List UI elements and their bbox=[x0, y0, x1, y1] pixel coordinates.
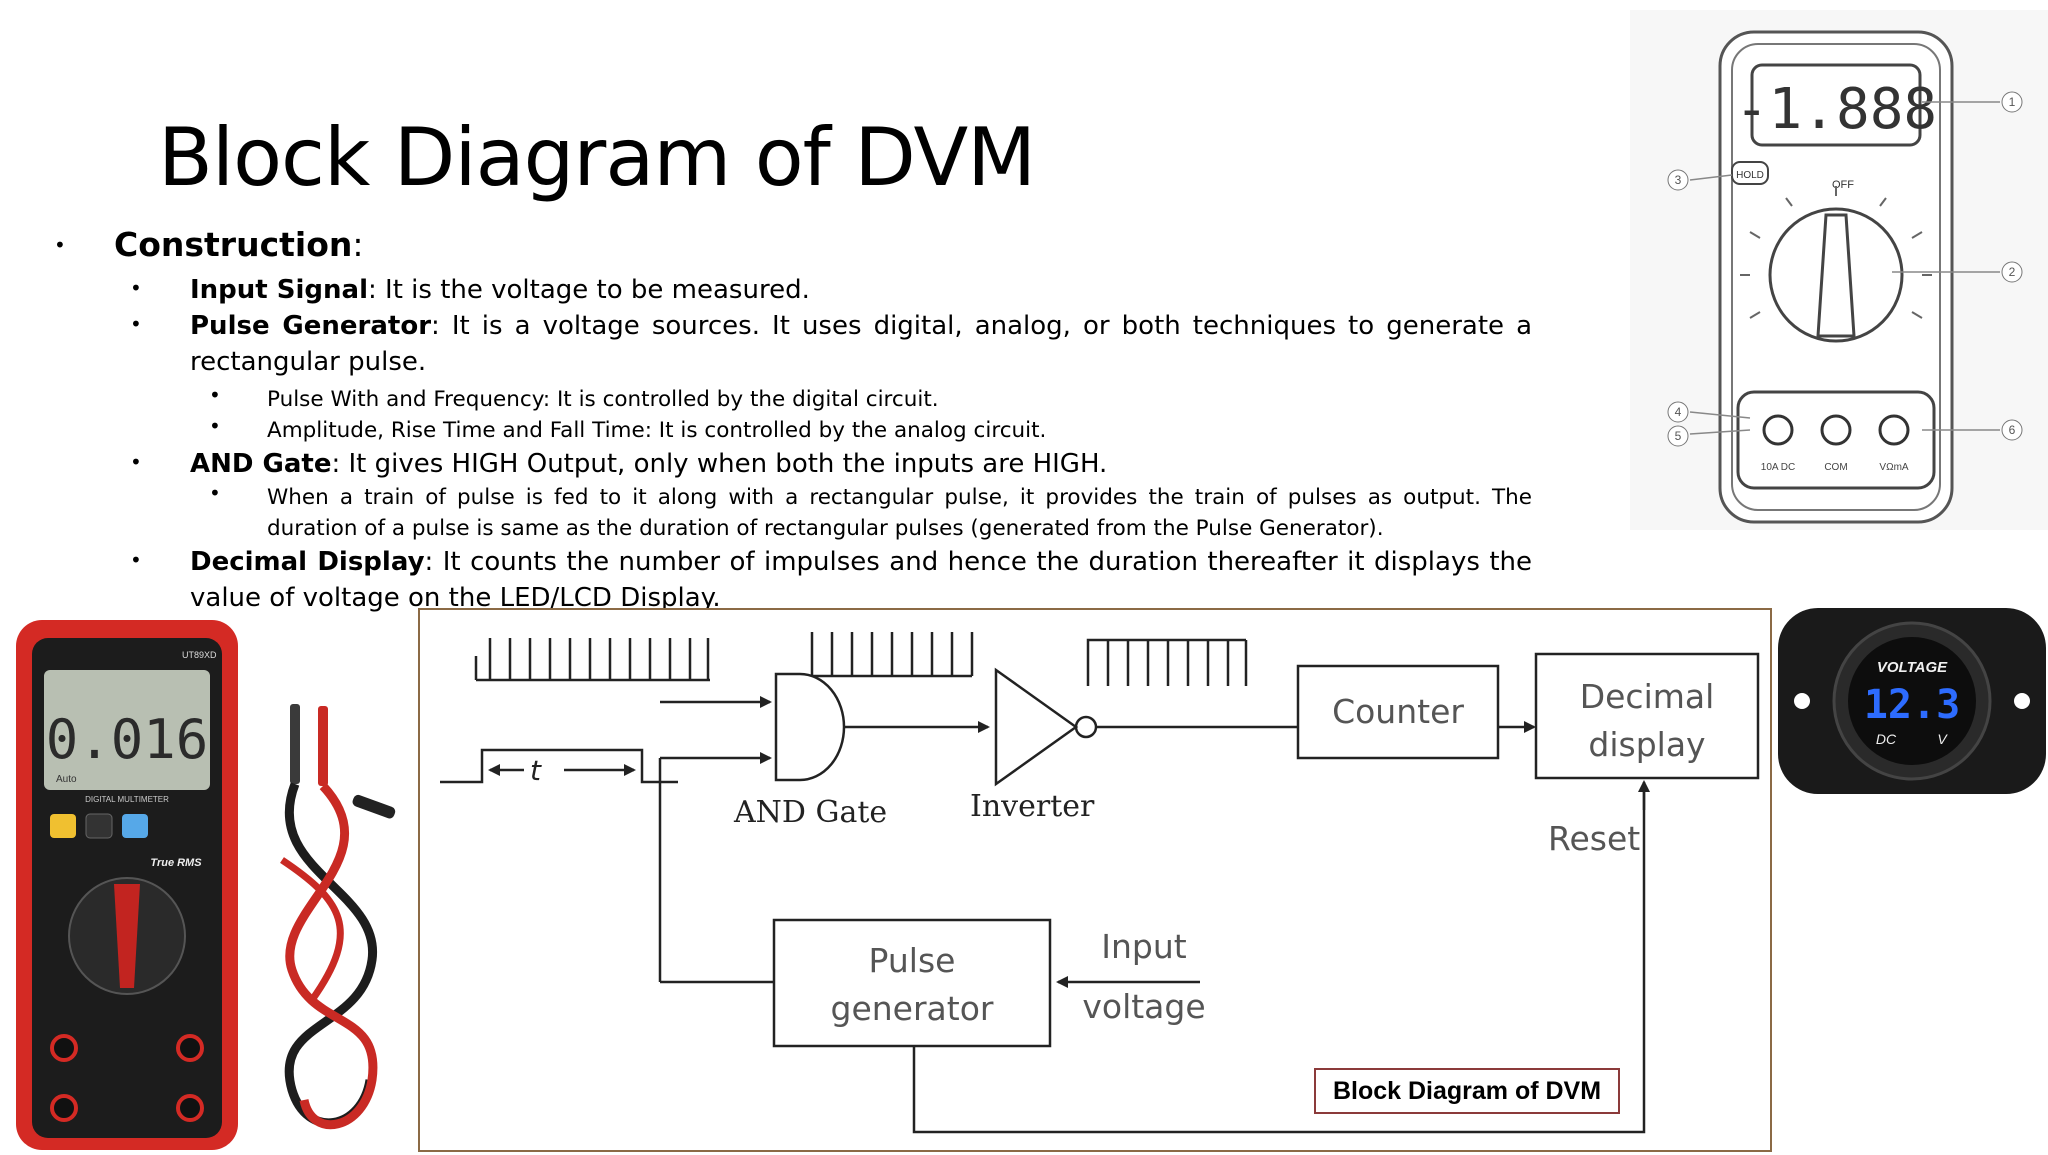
item-pulse-generator: • Pulse Generator: It is a voltage sourc… bbox=[52, 308, 1532, 380]
sub-amplitude-text: Amplitude, Rise Time and Fall Time: It i… bbox=[267, 418, 1047, 443]
item-input-signal: • Input Signal: It is the voltage to be … bbox=[52, 272, 1532, 308]
sub-pulse-width-text: Pulse With and Frequency: It is controll… bbox=[267, 387, 939, 412]
block-diagram-svg: AND Gate Inverter t Counter Decimal disp… bbox=[440, 632, 1760, 1134]
bullet-construction: • Construction: bbox=[52, 222, 1532, 268]
desc-and-gate: : It gives HIGH Output, only when both t… bbox=[331, 449, 1108, 479]
callout-3: 3 bbox=[1675, 173, 1682, 187]
red-multimeter-photo: UT89XD 0.016 Auto DIGITAL MULTIMETER Tru… bbox=[16, 620, 238, 1150]
red-meter-caption: DIGITAL MULTIMETER bbox=[85, 795, 169, 804]
input-voltage-label-1: Input bbox=[1101, 927, 1187, 966]
pulse-train-input bbox=[474, 638, 710, 682]
term-decimal-display: Decimal Display bbox=[190, 547, 425, 577]
term-input-signal: Input Signal bbox=[190, 275, 369, 305]
panel-reading: 12.3 bbox=[1864, 682, 1960, 728]
sub-train-text: When a train of pulse is fed to it along… bbox=[267, 485, 1532, 541]
panel-voltmeter-photo: VOLTAGE 12.3 DC V bbox=[1778, 608, 2046, 794]
bullet-dot: • bbox=[130, 312, 142, 336]
test-probes-photo bbox=[280, 704, 396, 1130]
jack-vohm-label: VΩmA bbox=[1879, 462, 1908, 473]
callout-1: 1 bbox=[2009, 95, 2016, 109]
decimal-display-label-2: display bbox=[1588, 725, 1705, 764]
construction-label: Construction bbox=[114, 225, 353, 264]
inverter-symbol bbox=[994, 667, 1079, 787]
and-gate-label: AND Gate bbox=[733, 795, 887, 830]
and-gate-symbol bbox=[774, 672, 846, 782]
bullet-dot: • bbox=[209, 414, 221, 438]
multimeter-drawing: -1.888 HOLD OFF 10A DC COM VΩmA 1 2 3 4 … bbox=[1630, 10, 2048, 530]
input-voltage-label-2: voltage bbox=[1082, 987, 1205, 1026]
counter-box bbox=[1296, 664, 1500, 760]
rectangular-pulse bbox=[440, 748, 678, 784]
desc-input-signal: : It is the voltage to be measured. bbox=[368, 275, 810, 305]
counter-label: Counter bbox=[1332, 692, 1464, 731]
bullet-dot: • bbox=[209, 383, 221, 407]
diagram-caption: Block Diagram of DVM bbox=[1314, 1068, 1620, 1114]
callout-4: 4 bbox=[1675, 405, 1682, 419]
jack-10a-label: 10A DC bbox=[1761, 462, 1795, 473]
pulse-train-inverter-output bbox=[1086, 638, 1248, 686]
pulse-generator-label-2: generator bbox=[831, 989, 994, 1028]
slide-title: Block Diagram of DVM bbox=[158, 111, 1036, 204]
item-decimal-display: • Decimal Display: It counts the number … bbox=[52, 544, 1532, 616]
pulse-generator-label-1: Pulse bbox=[869, 941, 956, 980]
desc-pulse-generator: : It is a voltage sources. It uses digit… bbox=[190, 311, 1532, 377]
jack-com-label: COM bbox=[1824, 462, 1847, 473]
callout-5: 5 bbox=[1675, 429, 1682, 443]
item-and-gate: • AND Gate: It gives HIGH Output, only w… bbox=[52, 446, 1532, 482]
panel-voltage-label: VOLTAGE bbox=[1877, 659, 1948, 676]
sub-amplitude: • Amplitude, Rise Time and Fall Time: It… bbox=[52, 414, 1532, 446]
bullet-dot: • bbox=[130, 450, 142, 474]
red-meter-reading: 0.016 bbox=[46, 708, 209, 771]
red-meter-brand: UT89XD bbox=[182, 650, 217, 660]
bullet-dot: • bbox=[54, 233, 66, 257]
t-label: t bbox=[530, 754, 542, 787]
decimal-display-box bbox=[1534, 652, 1760, 780]
term-and-gate: AND Gate bbox=[190, 449, 332, 479]
callout-2: 2 bbox=[2009, 265, 2016, 279]
bullet-dot: • bbox=[209, 481, 221, 505]
true-rms-label: True RMS bbox=[150, 857, 202, 869]
block-diagram: AND Gate Inverter t Counter Decimal disp… bbox=[418, 608, 1772, 1152]
reset-path-line bbox=[912, 790, 1646, 1134]
inverter-bubble bbox=[1074, 715, 1098, 739]
panel-v-label: V bbox=[1937, 731, 1948, 747]
drawing-lcd-reading: -1.888 bbox=[1735, 77, 1937, 142]
sub-pulse-width: • Pulse With and Frequency: It is contro… bbox=[52, 383, 1532, 415]
bullet-dot: • bbox=[130, 276, 142, 300]
sub-train-of-pulse: • When a train of pulse is fed to it alo… bbox=[52, 481, 1532, 544]
decimal-display-label-1: Decimal bbox=[1580, 677, 1715, 716]
construction-list: • Construction: • Input Signal: It is th… bbox=[52, 222, 1532, 616]
hold-button-label: HOLD bbox=[1736, 170, 1764, 181]
callout-6: 6 bbox=[2009, 423, 2016, 437]
bullet-dot: • bbox=[130, 548, 142, 572]
off-label: OFF bbox=[1832, 179, 1854, 191]
term-pulse-generator: Pulse Generator bbox=[190, 311, 432, 341]
reset-label: Reset bbox=[1548, 819, 1640, 858]
pulse-train-and-output bbox=[810, 632, 974, 678]
panel-dc-label: DC bbox=[1876, 731, 1897, 747]
red-meter-auto: Auto bbox=[56, 774, 77, 785]
inverter-label: Inverter bbox=[970, 789, 1095, 824]
